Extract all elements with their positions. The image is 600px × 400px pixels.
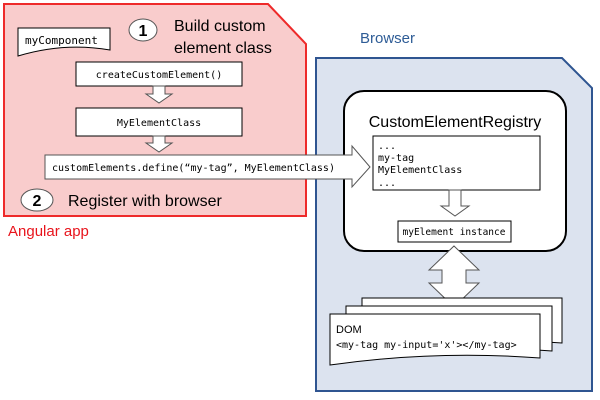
arrow-create-to-class	[144, 85, 174, 104]
registry-entry-ellipsis-top: ...	[378, 141, 396, 152]
step-2-label: Register with browser	[68, 193, 223, 210]
define-call-label: customElements.define(“my-tag”, MyElemen…	[52, 163, 335, 174]
custom-element-registry: CustomElementRegistry ... my-tag MyEleme…	[343, 90, 567, 252]
element-instance-label: myElement instance	[403, 227, 506, 238]
dom-documents: DOM <my-tag my-input='x'></my-tag>	[329, 297, 563, 366]
my-component-label: myComponent	[25, 34, 98, 47]
browser-label: Browser	[360, 30, 415, 47]
my-component-node: myComponent	[17, 27, 111, 57]
registry-entries-box	[372, 135, 541, 191]
angular-app-label: Angular app	[8, 223, 89, 240]
create-custom-element-node: createCustomElement()	[75, 61, 243, 87]
step-1-label-line2: element class	[174, 40, 272, 57]
element-instance-box	[397, 220, 512, 243]
registry-entry-class: MyElementClass	[378, 165, 462, 176]
step-2-number: 2	[33, 193, 42, 210]
my-element-class-node: MyElementClass	[75, 107, 243, 137]
dom-document-front	[329, 313, 541, 366]
arrow-registry-to-instance	[439, 189, 471, 217]
arrow-class-to-define	[144, 135, 174, 153]
dom-markup: <my-tag my-input='x'></my-tag>	[336, 340, 517, 351]
my-element-class-box	[75, 107, 243, 137]
dom-label: DOM	[336, 324, 362, 336]
step-1-badge	[128, 18, 158, 42]
registry-title: CustomElementRegistry	[369, 114, 542, 131]
step-2-badge	[20, 188, 54, 212]
define-call-node: customElements.define(“my-tag”, MyElemen…	[44, 144, 371, 189]
step-2: 2 Register with browser	[20, 188, 223, 212]
create-custom-element-label: createCustomElement()	[96, 70, 222, 81]
step-1-label-line1: Build custom	[174, 18, 266, 35]
my-element-class-label: MyElementClass	[117, 118, 201, 129]
step-1-number: 1	[139, 23, 148, 40]
registry-entry-ellipsis-bottom: ...	[378, 178, 396, 189]
my-component-document-shape	[17, 27, 111, 57]
registry-entry-tag: my-tag	[378, 153, 414, 164]
step-1: 1 Build custom element class	[128, 18, 272, 57]
define-call-arrow-shape	[44, 144, 371, 189]
